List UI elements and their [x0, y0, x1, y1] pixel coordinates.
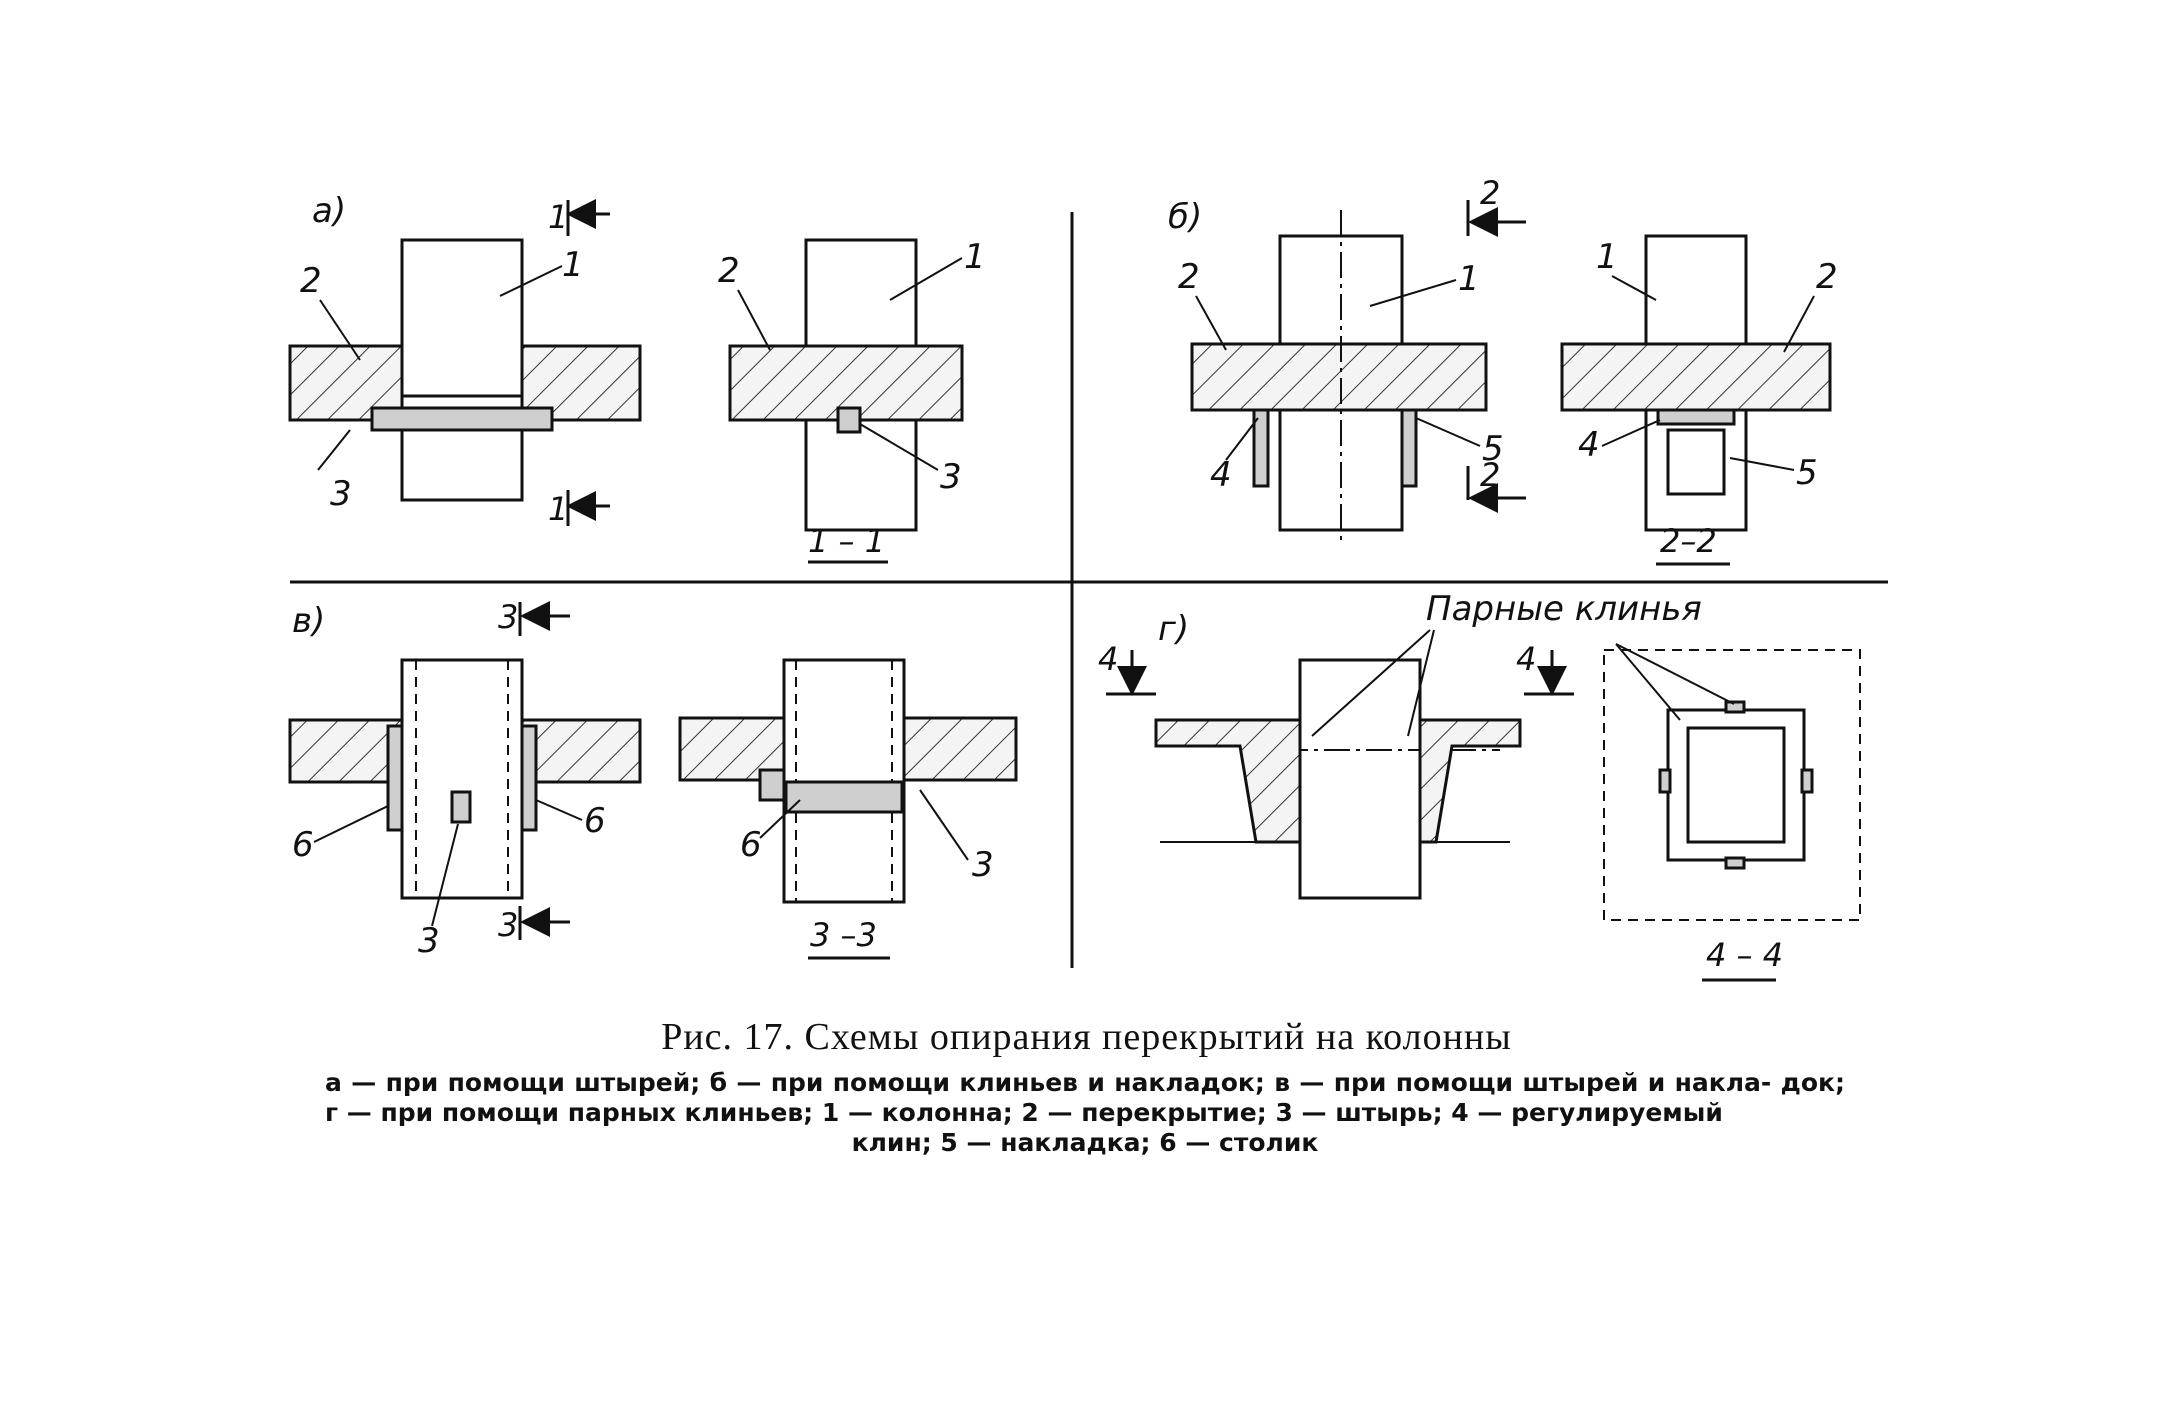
svg-text:1: 1: [1596, 237, 1618, 277]
section-4-4: 4 – 4: [1603, 643, 1861, 982]
section-mark-4-right: 4: [1516, 640, 1574, 696]
caption-body: а — при помощи штырей; б — при помощи кл…: [325, 1068, 1845, 1158]
svg-text:2: 2: [718, 251, 740, 291]
callout-1: 1: [562, 245, 584, 285]
svg-text:3: 3: [972, 845, 994, 885]
section-3-3-label: 3 –3: [810, 916, 877, 954]
section-mark-2-top: 2: [1466, 174, 1526, 237]
section-1-1: 2 1 3 1 – 1: [718, 237, 986, 564]
svg-text:4: 4: [1578, 425, 1600, 465]
svg-text:3: 3: [498, 598, 518, 636]
panel-a-letter: а): [312, 191, 346, 231]
svg-text:1: 1: [1458, 259, 1480, 299]
section-mark-2-bottom: 2: [1466, 456, 1526, 513]
panel-v-letter: в): [292, 601, 325, 641]
svg-text:6: 6: [292, 825, 314, 865]
svg-text:4: 4: [1210, 455, 1232, 495]
svg-text:1: 1: [548, 490, 568, 528]
svg-text:3: 3: [418, 921, 440, 961]
section-1-1-label: 1 – 1: [808, 522, 885, 560]
section-4-4-label: 4 – 4: [1706, 936, 1783, 974]
panel-b-letter: б): [1168, 197, 1202, 237]
section-2-2: 1 2 4 5 2–2: [1560, 234, 1838, 566]
panel-g-letter: г): [1158, 609, 1189, 649]
column-lower: [400, 428, 524, 502]
svg-text:6: 6: [584, 801, 606, 841]
svg-text:1: 1: [548, 198, 568, 236]
caption-line-2: док; г — при помощи парных клиньев; 1 — …: [325, 1068, 1845, 1127]
callout-2: 2: [300, 261, 322, 301]
callout-3: 3: [330, 474, 352, 514]
svg-text:3: 3: [498, 906, 518, 944]
svg-text:4: 4: [1098, 640, 1118, 678]
svg-text:1: 1: [964, 237, 986, 277]
section-mark-3-bottom: 3: [498, 906, 570, 944]
svg-text:5: 5: [1482, 429, 1504, 469]
pin-plate: [370, 406, 554, 432]
svg-text:4: 4: [1516, 640, 1536, 678]
panel-b: б) 2 2 2 1 4 5: [1168, 174, 1526, 540]
svg-text:5: 5: [1796, 453, 1818, 493]
caption-line-1: а — при помощи штырей; б — при помощи кл…: [325, 1068, 1772, 1097]
panel-g: г) Парные клинья 4 4: [1098, 589, 1702, 900]
section-mark-4-left: 4: [1098, 640, 1156, 696]
caption-title: Рис. 17. Схемы опирания перекрытий на ко…: [661, 1016, 1512, 1058]
section-mark-1-top: 1: [548, 198, 610, 236]
section-2-2-label: 2–2: [1660, 522, 1717, 560]
column-upper: [400, 238, 524, 398]
paired-wedges-note: Парные клинья: [1426, 589, 1702, 629]
section-3-3: 6 3 3 –3: [678, 658, 1018, 960]
caption-line-3: клин; 5 — накладка; 6 — столик: [851, 1128, 1319, 1157]
svg-text:2: 2: [1480, 174, 1500, 212]
section-mark-3-top: 3: [498, 598, 570, 636]
svg-text:2: 2: [1178, 257, 1200, 297]
svg-text:3: 3: [940, 457, 962, 497]
section-mark-1-bottom: 1: [548, 490, 610, 528]
panel-a: а) 1 1 2 1 3: [288, 191, 642, 528]
svg-text:6: 6: [740, 825, 762, 865]
svg-text:2: 2: [1816, 257, 1838, 297]
panel-v: в) 3 3 6 6 3: [288, 598, 642, 961]
